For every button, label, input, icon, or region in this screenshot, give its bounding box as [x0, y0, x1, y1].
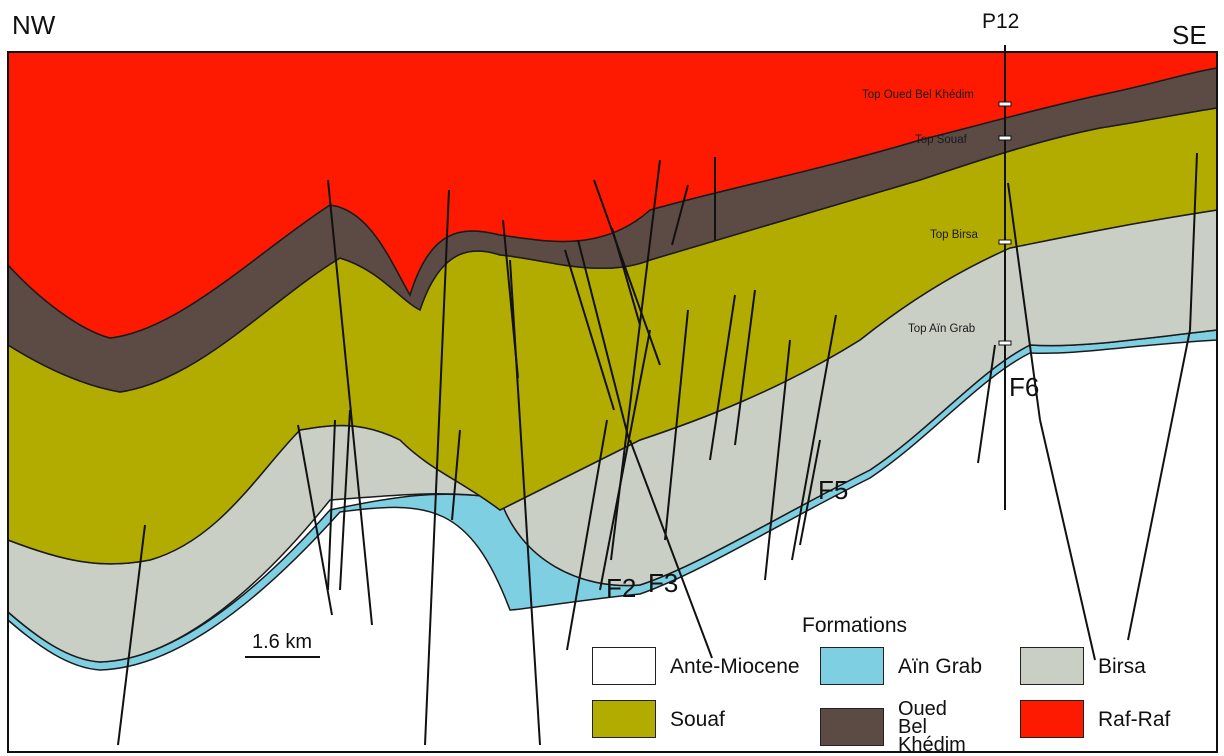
horizon-top-ain-grab: Top Aïn Grab: [908, 323, 976, 335]
legend-swatch-oued-bel-khedim: [820, 708, 884, 746]
direction-nw-label: NW: [12, 10, 56, 40]
legend-item-oued-bel-khedim: Oued Bel Khédim: [820, 698, 978, 756]
legend-item-ante-miocene: Ante-Miocene: [592, 647, 800, 685]
section-frame: [7, 51, 1218, 753]
legend-item-ain-grab: Aïn Grab: [820, 647, 982, 685]
legend-label-ain-grab: Aïn Grab: [898, 654, 983, 678]
direction-se-label: SE: [1172, 20, 1207, 50]
legend-item-souaf: Souaf: [592, 700, 725, 738]
legend-title: Formations: [802, 614, 908, 637]
legend-swatch-souaf: [592, 700, 656, 738]
legend-swatch-raf-raf: [1020, 700, 1084, 738]
legend-item-birsa: Birsa: [1020, 647, 1146, 685]
horizon-top-birsa: Top Birsa: [930, 229, 978, 241]
well-name-label: P12: [982, 10, 1020, 33]
legend-label-souaf: Souaf: [670, 707, 725, 731]
legend-label-birsa: Birsa: [1098, 654, 1146, 678]
fault-lines: [117, 152, 1198, 746]
horizon-top-oued-bel-khedim: Top Oued Bel Khédim: [862, 89, 974, 101]
legend-swatch-ante-miocene: [592, 647, 656, 685]
horizon-top-souaf: Top Souaf: [915, 134, 967, 146]
legend-swatch-birsa: [1020, 647, 1084, 685]
fault-f2-label: F2: [606, 573, 637, 603]
legend-label-oued-bel-khedim: Oued Bel Khédim: [898, 698, 966, 756]
legend-label-raf-raf: Raf-Raf: [1098, 707, 1171, 731]
raf-raf-layer: [7, 51, 1218, 339]
legend-item-raf-raf: Raf-Raf: [1020, 700, 1170, 738]
scale-bar-label: 1.6 km: [252, 631, 313, 653]
legend-swatch-ain-grab: [820, 647, 884, 685]
legend-label-ante-miocene: Ante-Miocene: [670, 654, 800, 678]
fault-f3-label: F3: [648, 568, 679, 598]
well-horizon-markers: [998, 101, 1012, 346]
fault-f5-label: F5: [818, 475, 849, 505]
fault-f6-label: F6: [1009, 372, 1040, 402]
